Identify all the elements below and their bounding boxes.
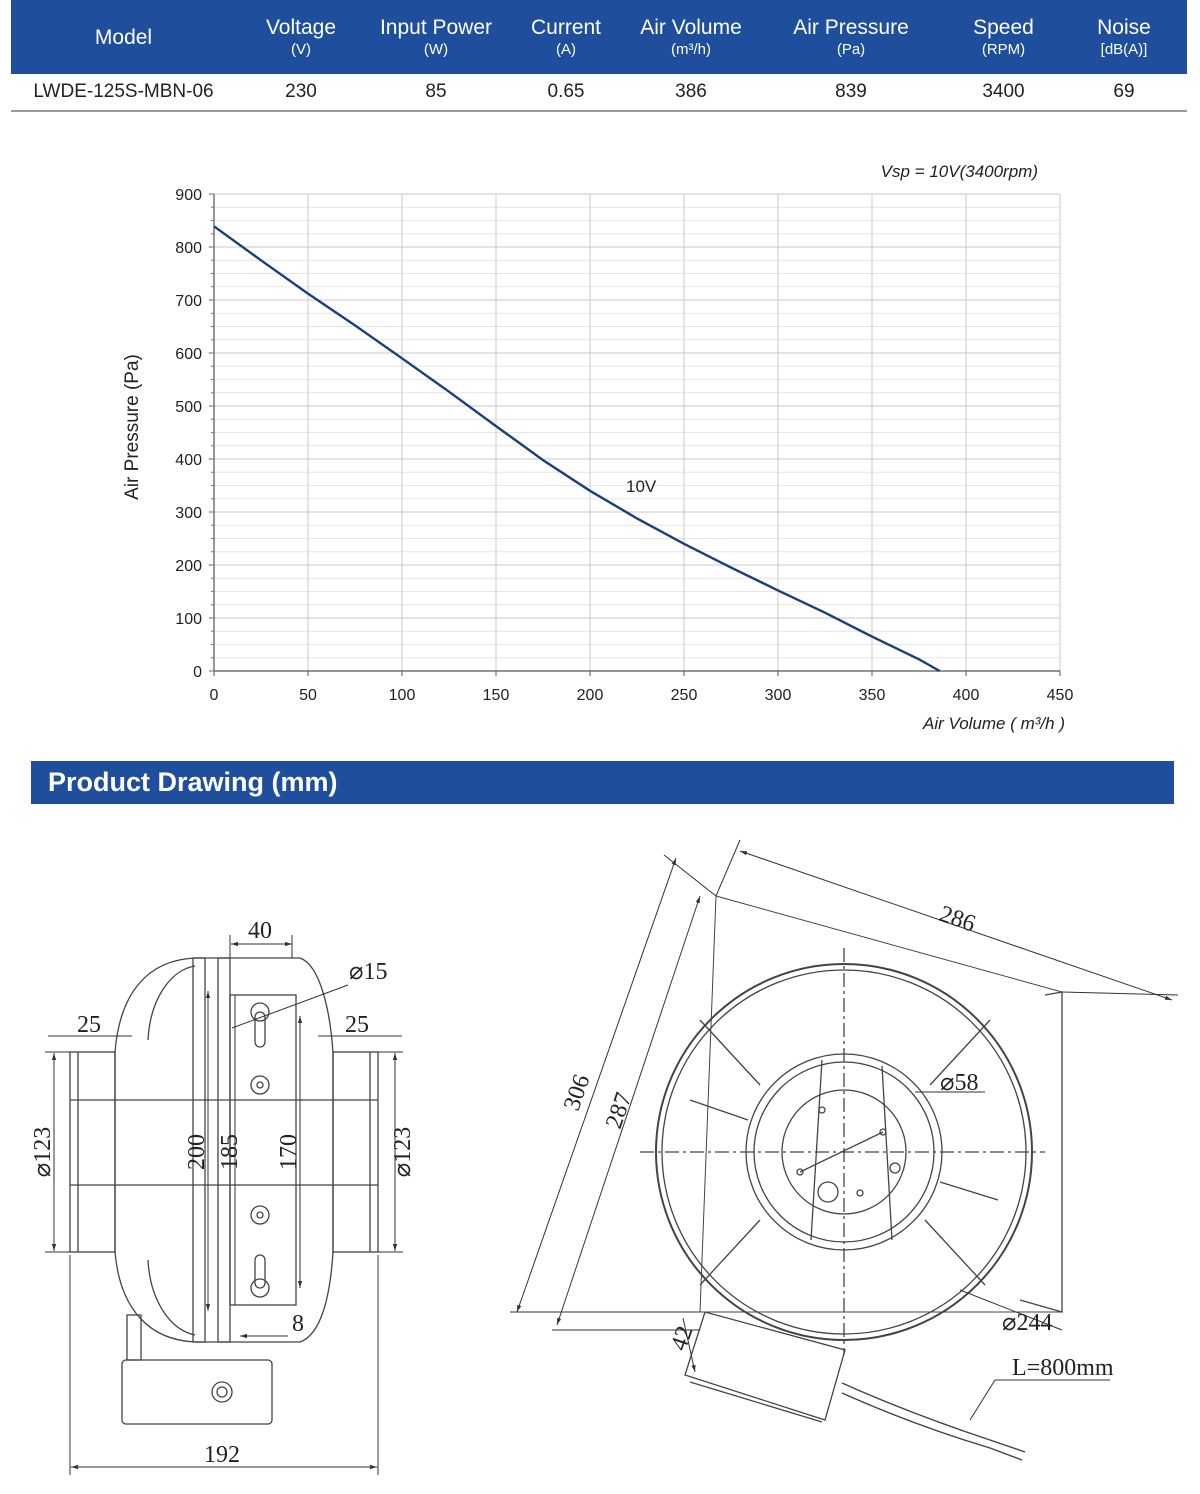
y-tick-label: 700 bbox=[175, 293, 202, 310]
x-tick-label: 100 bbox=[389, 687, 416, 704]
front-view-dimensions bbox=[510, 839, 1179, 1421]
spec-header-voltage: Voltage (V) bbox=[236, 0, 366, 74]
spec-header-label: Air Pressure bbox=[793, 16, 909, 39]
table-cell: LWDE-125S-MBN-06 bbox=[11, 74, 236, 112]
spec-header-air-pressure: Air Pressure (Pa) bbox=[756, 0, 946, 74]
dim-d123-right-label: ⌀123 bbox=[390, 1127, 416, 1177]
product-drawing: 40 ⌀15 25 25 ⌀123 ⌀123 200 185 170 8 192 bbox=[30, 839, 1179, 1475]
dim-192-label: 192 bbox=[204, 1442, 240, 1468]
spec-header-noise: Noise [dB(A)] bbox=[1061, 0, 1187, 74]
x-tick-label: 200 bbox=[577, 687, 604, 704]
spec-header-unit: (A) bbox=[556, 41, 576, 58]
dim-40-label: 40 bbox=[248, 918, 272, 944]
chart-grid bbox=[213, 193, 1061, 672]
side-view-dimensions bbox=[45, 935, 403, 1475]
chart-xlabel: Air Volume ( m³/h ) bbox=[922, 714, 1065, 733]
x-tick-label: 0 bbox=[210, 687, 219, 704]
performance-chart: 0 100 200 300 400 500 600 700 800 900 0 50 100 150 200… bbox=[122, 162, 1073, 733]
dim-185-label: 185 bbox=[217, 1134, 243, 1170]
spec-header-unit: (V) bbox=[291, 41, 311, 58]
y-tick-label: 200 bbox=[175, 558, 202, 575]
side-view bbox=[69, 957, 379, 1425]
spec-header-label: Noise bbox=[1097, 16, 1151, 39]
y-tick-label: 900 bbox=[175, 187, 202, 204]
spec-header-unit: (RPM) bbox=[981, 41, 1026, 58]
x-tick-label: 350 bbox=[859, 687, 886, 704]
dim-200-label: 200 bbox=[184, 1134, 210, 1170]
spec-header-label: Air Volume bbox=[640, 16, 742, 39]
dim-25-left-label: 25 bbox=[77, 1012, 101, 1038]
x-tick-label: 450 bbox=[1047, 687, 1074, 704]
x-tick-label: 150 bbox=[483, 687, 510, 704]
spec-header-label: Input Power bbox=[379, 16, 493, 39]
dim-170-label: 170 bbox=[276, 1134, 302, 1170]
y-tick-label: 600 bbox=[175, 346, 202, 363]
dim-d244-label: ⌀244 bbox=[1002, 1310, 1052, 1336]
x-tick-label: 50 bbox=[299, 687, 317, 704]
spec-header-unit: (W) bbox=[423, 41, 449, 58]
chart-annotation: Vsp = 10V(3400rpm) bbox=[881, 162, 1038, 181]
dim-306-label: 306 bbox=[559, 1071, 595, 1114]
y-tick-label: 0 bbox=[193, 664, 202, 681]
spec-header-air-volume: Air Volume (m³/h) bbox=[626, 0, 756, 74]
table-cell: 839 bbox=[756, 74, 946, 112]
chart-ticks: 0 100 200 300 400 500 600 700 800 900 0 50 100 150 200… bbox=[175, 187, 1073, 704]
spec-header-unit: [dB(A)] bbox=[1100, 41, 1148, 58]
y-tick-label: 500 bbox=[175, 399, 202, 416]
table-cell: 230 bbox=[236, 74, 366, 112]
spec-header-label: Voltage bbox=[265, 16, 337, 39]
front-view-labels: 286 306 287 ⌀58 ⌀244 42 L=800mm bbox=[559, 901, 1114, 1381]
spec-header-input-power: Input Power (W) bbox=[366, 0, 506, 74]
dim-d123-left-label: ⌀123 bbox=[30, 1127, 56, 1177]
spec-header-label: Model bbox=[94, 25, 153, 49]
table-cell: 386 bbox=[626, 74, 756, 112]
y-tick-label: 100 bbox=[175, 611, 202, 628]
spec-header-model: Model bbox=[11, 0, 236, 74]
x-tick-label: 300 bbox=[765, 687, 792, 704]
dim-d15-label: ⌀15 bbox=[349, 959, 387, 985]
dim-8-label: 8 bbox=[292, 1311, 304, 1337]
chart-ylabel: Air Pressure (Pa) bbox=[122, 354, 143, 500]
spec-header-label: Speed bbox=[973, 16, 1034, 39]
side-view-labels: 40 ⌀15 25 25 ⌀123 ⌀123 200 185 170 8 192 bbox=[30, 918, 416, 1468]
series-line-10v bbox=[213, 225, 941, 673]
spec-table-header-row: Model Voltage (V) Input Power (W) Current (A) A… bbox=[11, 0, 1187, 74]
spec-header-unit: (Pa) bbox=[836, 41, 866, 58]
dim-286-label: 286 bbox=[936, 901, 979, 937]
dim-25-right-label: 25 bbox=[345, 1012, 369, 1038]
spec-header-speed: Speed (RPM) bbox=[946, 0, 1061, 74]
spec-header-current: Current (A) bbox=[506, 0, 626, 74]
spec-header-label: Current bbox=[530, 16, 602, 39]
spec-header-unit: (m³/h) bbox=[671, 41, 711, 58]
cable-length-label: L=800mm bbox=[1012, 1355, 1114, 1381]
x-tick-label: 250 bbox=[671, 687, 698, 704]
dim-287-label: 287 bbox=[601, 1089, 637, 1132]
x-tick-label: 400 bbox=[953, 687, 980, 704]
table-cell: 3400 bbox=[946, 74, 1061, 112]
y-tick-label: 400 bbox=[175, 452, 202, 469]
product-drawing-header: Product Drawing (mm) bbox=[31, 761, 1174, 804]
series-label: 10V bbox=[626, 477, 657, 496]
dim-d58-label: ⌀58 bbox=[940, 1070, 978, 1096]
table-cell: 85 bbox=[366, 74, 506, 112]
spec-table: Model Voltage (V) Input Power (W) Current (A) A… bbox=[11, 0, 1187, 112]
table-cell: 0.65 bbox=[506, 74, 626, 112]
y-tick-label: 800 bbox=[175, 240, 202, 257]
table-cell: 69 bbox=[1061, 74, 1187, 112]
front-view bbox=[640, 895, 1063, 1461]
y-tick-label: 300 bbox=[175, 505, 202, 522]
